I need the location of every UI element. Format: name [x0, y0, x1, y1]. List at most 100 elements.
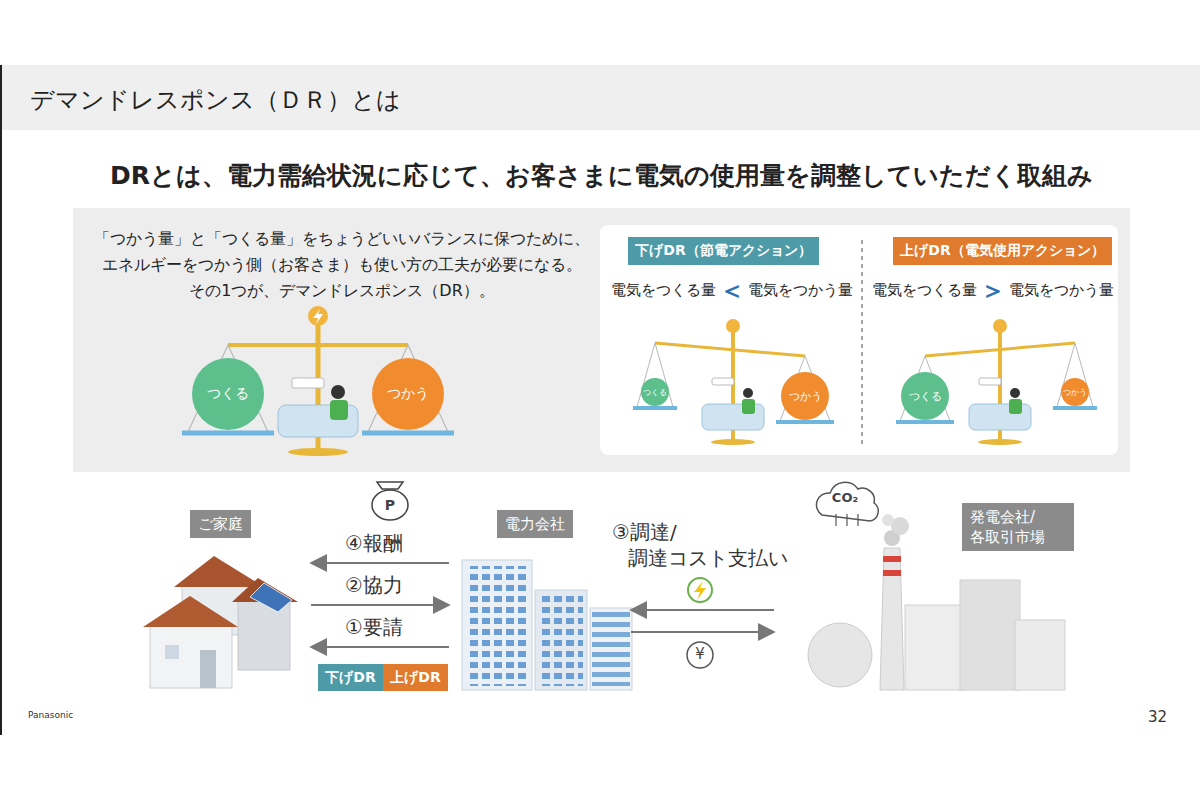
dr-header: 下げDR（節電アクション）: [628, 237, 819, 265]
balance-scale-part: [188, 345, 268, 432]
power-plant-part: [882, 514, 894, 526]
label: ¥: [690, 645, 710, 664]
houses-part: [238, 600, 290, 670]
balance-scale: [182, 306, 454, 456]
power-plant-part: [846, 514, 847, 526]
mini-scale-up-part: [925, 343, 1075, 356]
explanation-text: 「つかう量」と「つくる量」をちょうどいいバランスに保つために、 エネルギーをつか…: [80, 226, 604, 304]
node-text: つかう: [387, 385, 429, 403]
comparison-row: 電気をつくる量＞電気をつかう量: [868, 276, 1118, 304]
mini-scale-down-part: [655, 343, 805, 356]
power-plant-part: [905, 605, 965, 690]
node-text: つくる: [207, 385, 249, 403]
balance-scale-part: [313, 309, 323, 324]
balance-circle: つかう: [781, 372, 829, 420]
mini-scale-up-part: [978, 439, 1022, 445]
mini-scale-up-part: [1010, 388, 1020, 398]
actor-group: 発電会社/ 各取引市場: [780, 490, 1075, 695]
label: 32: [1148, 708, 1167, 727]
mini-scale-down-part: [780, 356, 830, 421]
balance-circle: つくる: [901, 372, 949, 420]
actor-label: 電力会社: [497, 510, 573, 538]
icons: [372, 482, 713, 668]
power-plant-part: [960, 580, 1020, 690]
backgrounds-part: [600, 225, 1118, 455]
mini-scale-up-part: [1009, 399, 1022, 414]
mini-scale-down-part: [743, 388, 753, 398]
mini-scale-down: [633, 319, 834, 445]
label: CO₂: [820, 490, 870, 506]
comparison-text: 電気をつくる量: [872, 281, 977, 300]
mini-scale-up-part: [979, 378, 1001, 385]
mini-scale-down-part: [712, 378, 734, 385]
balance-circle: つかう: [372, 358, 444, 430]
houses-part: [174, 556, 264, 587]
houses-part: [250, 583, 292, 612]
balance-scale-part: [330, 400, 348, 420]
office-buildings-part: [592, 612, 630, 686]
comparison-row: 電気をつくる量＜電気をつかう量: [606, 276, 858, 304]
actor-group: ご家庭: [135, 505, 305, 695]
balance-circle: つくる: [641, 378, 669, 406]
icons-part: [688, 578, 712, 602]
subtitle: DRとは、電力需給状況に応じて、お客さまに電気の使用量を調整していただく取組み: [110, 160, 1093, 191]
office-buildings: [462, 560, 632, 690]
backgrounds-part: [0, 65, 2, 735]
node-text: 下げDR（節電アクション）: [635, 242, 811, 260]
balance-circle: つくる: [192, 358, 264, 430]
label: Panasonic: [28, 710, 73, 721]
flow-label: ②協力: [345, 572, 445, 598]
node-text: 下げDR: [325, 669, 375, 687]
explanation-panel: 「つかう量」と「つくる量」をちょうどいいバランスに保つために、 エネルギーをつか…: [73, 208, 1130, 472]
icons-part: [372, 490, 408, 520]
power-plant-part: [857, 514, 858, 526]
houses-part: [165, 645, 179, 659]
actor-label: ご家庭: [190, 510, 251, 538]
power-plant-part: [1015, 620, 1065, 690]
comparison-sign: ＞: [980, 273, 1006, 308]
mini-scale-down-part: [726, 319, 740, 333]
backgrounds-part: [861, 240, 863, 445]
node-text: つくる: [643, 387, 667, 398]
dr-header: 上げDR（電気使用アクション）: [893, 237, 1112, 265]
mini-scale-down-part: [637, 343, 673, 407]
mini-scale-up-part: [900, 356, 950, 421]
office-buildings-part: [535, 590, 587, 690]
office-buildings-part: [462, 560, 532, 690]
title-text: デマンドレスポンス（ＤＲ）とは: [30, 86, 401, 114]
node-text: つかう: [789, 389, 822, 404]
actor-group: 電力会社: [455, 505, 625, 695]
balance-scale-part: [368, 345, 448, 432]
mini-scale-down-part: [633, 406, 677, 410]
mini-scale-up-part: [1057, 343, 1093, 407]
balance-scale-part: [308, 306, 328, 326]
mini-scale-down-part: [711, 439, 755, 445]
comparison-text: 電気をつくる量: [611, 281, 716, 300]
flow-arrow: [631, 631, 774, 633]
icons-part: [377, 482, 403, 489]
dr-tag: 上げDR: [383, 664, 448, 691]
node-text: 上げDR（電気使用アクション）: [900, 242, 1104, 260]
mini-scale-up-part: [993, 319, 1007, 333]
power-plant-part: [808, 623, 872, 687]
balance-scale-part: [331, 385, 345, 399]
flow-label: ③調達/ 調達コスト支払い: [612, 519, 794, 571]
houses: [143, 556, 298, 688]
slide-title: デマンドレスポンス（ＤＲ）とは: [30, 84, 401, 116]
label: P: [380, 496, 400, 514]
icons-part: [687, 642, 713, 668]
comparison-text: 電気をつかう量: [748, 281, 853, 300]
balance-scale-part: [362, 431, 454, 436]
flow-arrow: [311, 604, 449, 606]
mini-scale-up-part: [896, 420, 954, 424]
power-plant-part: [883, 556, 901, 562]
balance-scale-part: [182, 431, 274, 436]
power-plant-part: [835, 514, 836, 526]
flow-label: ①要請: [345, 614, 445, 640]
icons-part: [694, 581, 706, 600]
balance-circle: つかう: [1061, 378, 1089, 406]
power-plant-part: [883, 570, 901, 576]
balance-scale-part: [292, 378, 324, 388]
